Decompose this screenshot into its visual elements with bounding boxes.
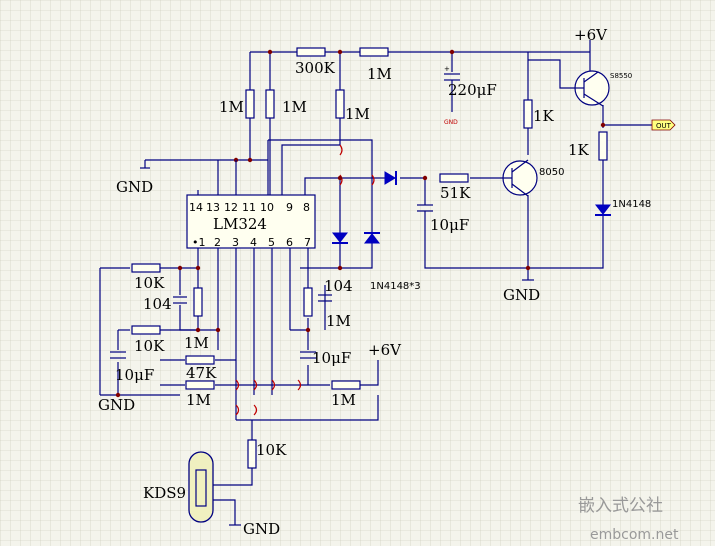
resistor-1m-b: [265, 89, 275, 119]
kds9-label: KDS9: [143, 484, 186, 502]
gnd-left-top-label: GND: [116, 178, 153, 196]
transistor-s8550: [574, 70, 610, 107]
red-crossings: [235, 144, 375, 416]
c10-b-label: 10μF: [115, 366, 154, 384]
r1m-d-label: 1M: [184, 334, 209, 352]
r1m-g-label: 1M: [331, 391, 356, 409]
ic-pin-labels-top: 14 13 12 11 10 9 8: [189, 201, 310, 214]
q1-label: 8050: [539, 167, 564, 178]
d3-label: 1N4148*3: [370, 281, 421, 292]
diode-pair-a: [331, 232, 349, 244]
svg-text:11: 11: [242, 201, 256, 214]
resistor-1m-f: [303, 287, 313, 317]
wires: [99, 40, 652, 525]
r10k-a-label: 10K: [134, 274, 165, 292]
r1k-b-label: 1K: [568, 141, 590, 159]
c104-a-label: 104: [143, 295, 172, 313]
resistor-10k-c: [247, 439, 257, 469]
resistor-10k-a: [131, 263, 161, 273]
watermark-line1: 嵌入式公社: [578, 496, 663, 516]
r10k-b-label: 10K: [134, 337, 165, 355]
r51k-label: 51K: [440, 184, 471, 202]
svg-text:4: 4: [250, 236, 257, 249]
resistor-47k: [185, 355, 215, 365]
capacitor-10uf-a: [417, 204, 433, 218]
c10-c-label: 10μF: [312, 349, 351, 367]
vcc-top-label: +6V: [574, 26, 608, 44]
capacitors: +: [110, 65, 460, 359]
r10k-c-label: 10K: [256, 441, 287, 459]
r47k-label: 47K: [186, 364, 217, 382]
r1m-f-label: 1M: [326, 312, 351, 330]
svg-text:12: 12: [224, 201, 238, 214]
diode-1n4148: [594, 204, 612, 216]
resistor-51k: [439, 173, 469, 183]
resistor-1m-g: [331, 380, 361, 390]
resistor-1m-e: [185, 380, 215, 390]
r1m-c-label: 1M: [345, 105, 370, 123]
gnd-cap-label: GND: [444, 119, 458, 126]
gnd-center-label: GND: [503, 286, 540, 304]
diode-pair-b: [363, 232, 381, 244]
r1m-e-label: 1M: [186, 391, 211, 409]
svg-text:13: 13: [206, 201, 220, 214]
kds9-sensor: [188, 451, 214, 523]
ic-lm324: [186, 140, 316, 249]
r1m-top-label: 1M: [367, 65, 392, 83]
svg-text:5: 5: [268, 236, 275, 249]
svg-text:10: 10: [260, 201, 274, 214]
c104-b-label: 104: [324, 277, 353, 295]
capacitor-104-a: [173, 296, 187, 304]
svg-text:7: 7: [304, 236, 311, 249]
q2-label: S8550: [610, 72, 632, 80]
gnd-symbols: [140, 167, 534, 526]
resistor-1k-a: [523, 99, 533, 129]
vcc-mid-label: +6V: [368, 341, 402, 359]
resistor-1m-d: [193, 287, 203, 317]
svg-text:9: 9: [286, 201, 293, 214]
capacitor-10uf-c: [300, 351, 316, 359]
r1m-a-label: 1M: [219, 98, 244, 116]
resistor-1m-top: [359, 47, 389, 57]
r1m-b-label: 1M: [282, 98, 307, 116]
svg-text:6: 6: [286, 236, 293, 249]
c220-label: 220μF: [448, 81, 497, 99]
r300k-label: 300K: [295, 59, 336, 77]
ic-pin-labels-bottom: •1 2 3 4 5 6 7: [192, 236, 311, 249]
transistor-8050: [490, 159, 538, 197]
ic-name-label: LM324: [213, 215, 267, 233]
out-label: OUT: [656, 122, 672, 130]
capacitor-220uf: +: [444, 65, 460, 112]
d-label: 1N4148: [612, 199, 651, 210]
labels: +6V +6V GND GND GND GND GND LM324 14 13 …: [98, 26, 679, 543]
diodes: [331, 171, 612, 244]
capacitor-10uf-b: [110, 351, 126, 359]
svg-text:2: 2: [214, 236, 221, 249]
resistor-300k: [296, 47, 326, 57]
svg-text:14: 14: [189, 201, 203, 214]
svg-text:+: +: [444, 65, 450, 73]
ic-pins-top: [197, 140, 269, 195]
svg-text:8: 8: [303, 201, 310, 214]
svg-text:•1: •1: [192, 236, 206, 249]
gnd-sensor-label: GND: [243, 520, 280, 538]
watermark-line2: embcom.net: [590, 527, 679, 543]
resistors: [131, 47, 608, 469]
resistor-1k-b: [598, 131, 608, 161]
c10-a-label: 10μF: [430, 216, 469, 234]
svg-text:3: 3: [232, 236, 239, 249]
out-port: [651, 119, 676, 131]
gnd-left-bottom-label: GND: [98, 396, 135, 414]
diode-series: [384, 171, 397, 185]
junctions: [115, 49, 606, 398]
resistor-1m-a: [245, 89, 255, 119]
resistor-10k-b: [131, 325, 161, 335]
capacitor-104-b: [318, 294, 332, 302]
r1k-a-label: 1K: [533, 107, 555, 125]
resistor-1m-c: [335, 89, 345, 119]
